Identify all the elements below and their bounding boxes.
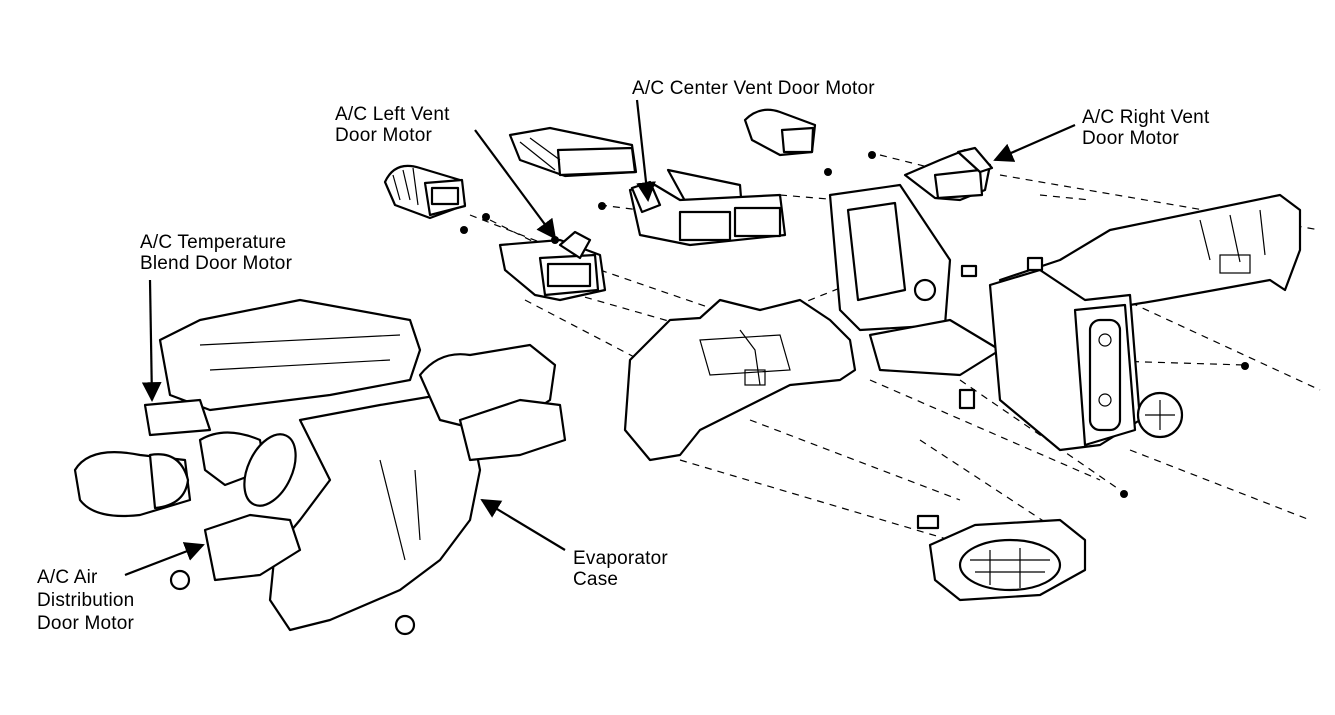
temp-blend-label-line2: Blend Door Motor bbox=[140, 253, 293, 274]
right-module bbox=[988, 268, 1184, 452]
air-dist-label-line1: A/C Air bbox=[37, 567, 98, 588]
evaporator-leader bbox=[480, 498, 566, 551]
evaporator-label-line2: Case bbox=[573, 569, 619, 590]
left-vent-leader bbox=[474, 129, 557, 240]
center-frame bbox=[828, 183, 1002, 377]
right-vent-label-line2: Door Motor bbox=[1082, 128, 1180, 149]
center-vent-leader bbox=[635, 99, 656, 202]
right-vent-label-line1: A/C Right Vent bbox=[1082, 107, 1210, 128]
temp-blend-leader bbox=[141, 279, 162, 402]
center-vent-label: A/C Center Vent Door Motor bbox=[632, 78, 875, 99]
right-vent-leader bbox=[993, 123, 1076, 162]
fasteners bbox=[460, 151, 1249, 498]
temp-blend-label-line1: A/C Temperature bbox=[140, 232, 287, 253]
left-vent-label-line2: Door Motor bbox=[335, 125, 433, 146]
left-vent-duct bbox=[383, 164, 467, 220]
right-upper-duct bbox=[743, 108, 817, 157]
air-dist-leader bbox=[124, 542, 205, 577]
evaporator-label-line1: Evaporator bbox=[573, 548, 668, 569]
dash-panel bbox=[623, 298, 857, 462]
lower-right-vent bbox=[916, 514, 1087, 602]
leader-lines bbox=[124, 99, 1076, 577]
center-vent-outlet bbox=[628, 168, 787, 247]
evaporator-case bbox=[73, 298, 567, 636]
air-dist-label-line2: Distribution bbox=[37, 590, 135, 611]
left-vent-door-motor bbox=[498, 230, 607, 302]
left-vent-label-line1: A/C Left Vent bbox=[335, 104, 450, 125]
upper-center-duct bbox=[508, 126, 638, 178]
right-vent-door-motor bbox=[903, 146, 994, 202]
air-dist-label-line3: Door Motor bbox=[37, 613, 135, 634]
